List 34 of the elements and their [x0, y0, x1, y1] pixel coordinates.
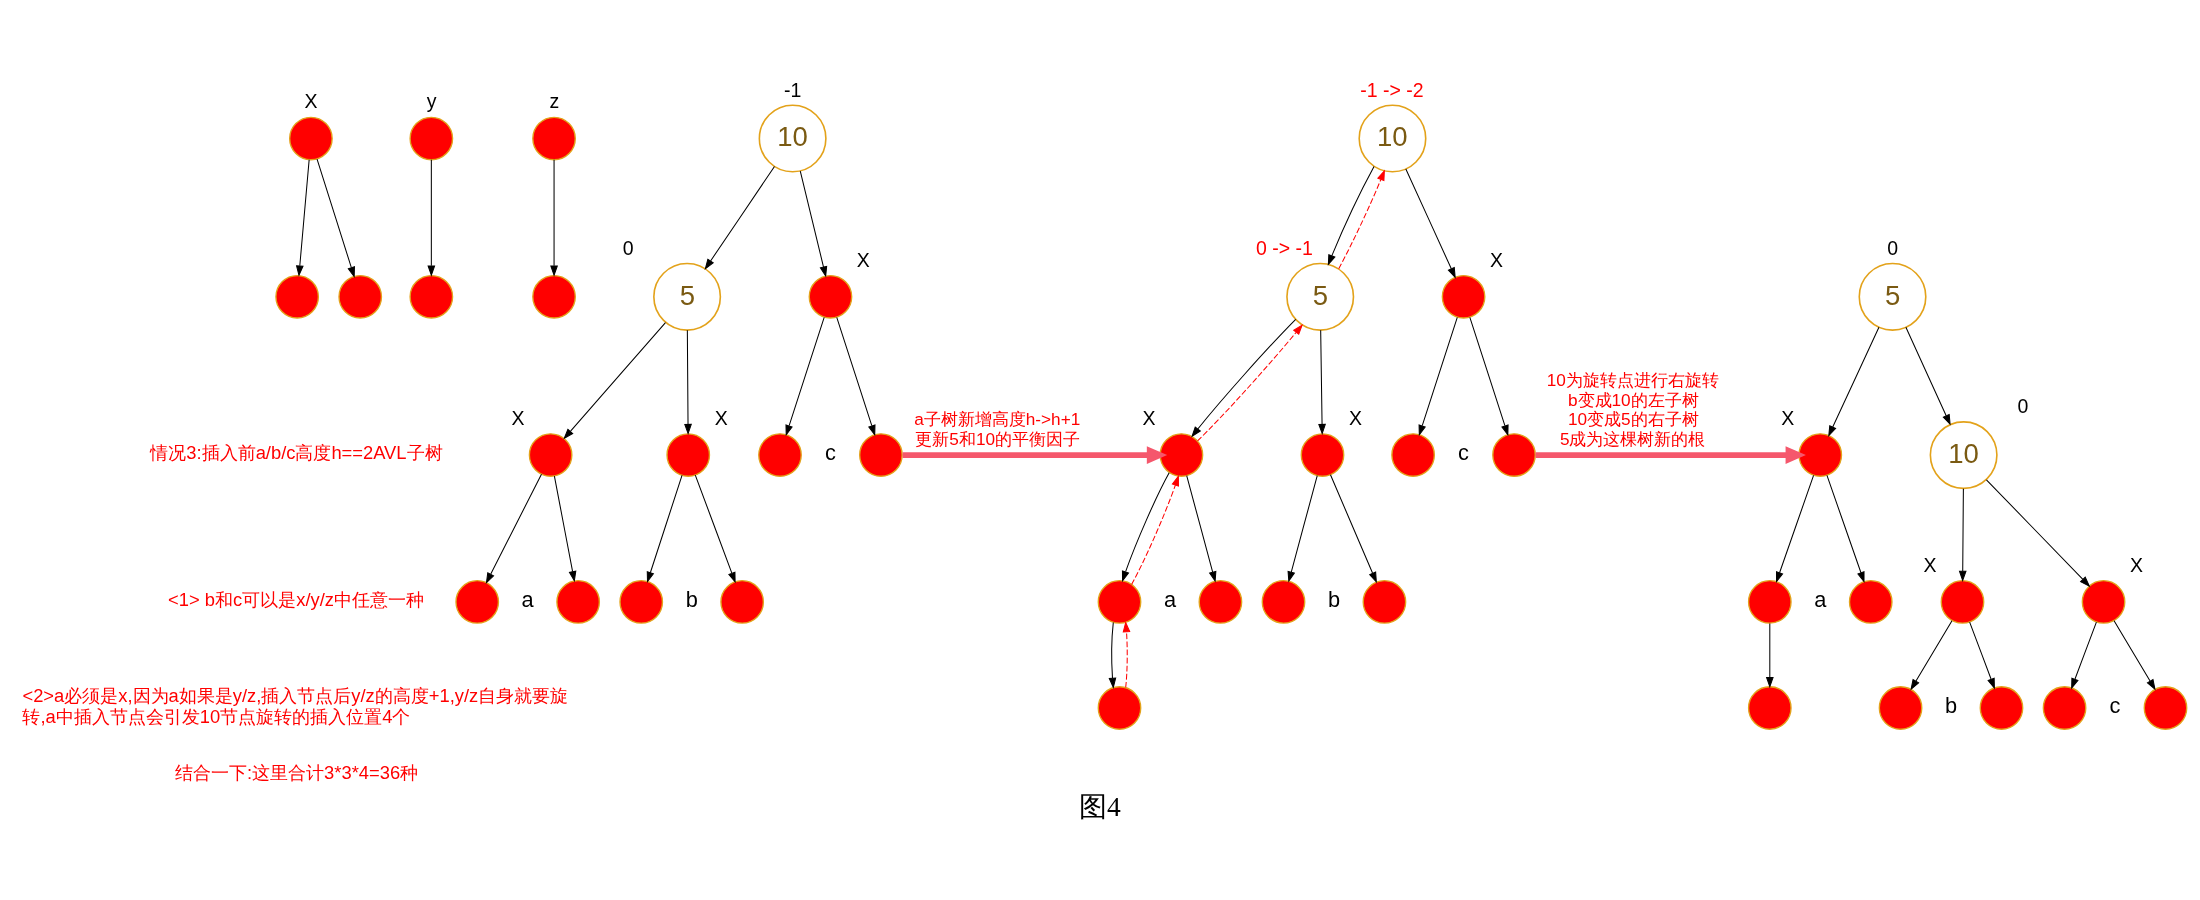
node-label: X — [1923, 553, 1937, 576]
node-label: X — [1142, 406, 1156, 429]
label: a — [1163, 586, 1177, 612]
label: a — [1814, 586, 1827, 612]
node-label: 0 — [2017, 394, 2029, 417]
label: c — [825, 439, 836, 465]
label: 结合一下:这里合计3*3*4=36种 — [175, 761, 419, 783]
edge-label: a子树新增高度h->h+1更新5和10的平衡因子 — [914, 408, 1081, 449]
edge-label: 10为旋转点进行右旋转b变成10的左子树10变成5的右子树5成为这棵树新的根 — [1546, 369, 1719, 449]
node-label: -1 -> -2 — [1360, 78, 1424, 101]
node-label: X — [856, 248, 870, 271]
label: b — [1944, 692, 1958, 718]
label: a — [521, 586, 534, 612]
node-label: X — [2129, 553, 2143, 576]
node-label: X — [511, 406, 525, 429]
node-label: z — [549, 89, 560, 112]
label: 情况3:插入前a/b/c高度h==2AVL子树 — [150, 441, 443, 463]
label: c — [2109, 692, 2121, 718]
node-label: y — [426, 89, 437, 112]
node-label: X — [1348, 406, 1362, 429]
caption: 图4 — [1079, 790, 1121, 822]
label: <1> b和c可以是x/y/z中任意一种 — [168, 588, 424, 610]
label: b — [685, 586, 698, 612]
node-label: -1 — [784, 78, 802, 101]
node-label: X — [714, 406, 728, 429]
label: b — [1327, 586, 1341, 612]
node-label: X — [1489, 248, 1503, 271]
label: <2>a必须是x,因为a如果是y/z,插入节点后y/z的高度+1,y/z自身就要旋转,a中插入节点会引发10节点旋转的插入位置4个 — [22, 684, 569, 727]
node-label: X — [304, 89, 318, 112]
node-label: 0 -> -1 — [1255, 236, 1313, 259]
node-label: 0 — [622, 236, 634, 259]
node-label: 0 — [1887, 236, 1899, 259]
label: c — [1458, 439, 1470, 465]
node-label: X — [1781, 406, 1795, 429]
